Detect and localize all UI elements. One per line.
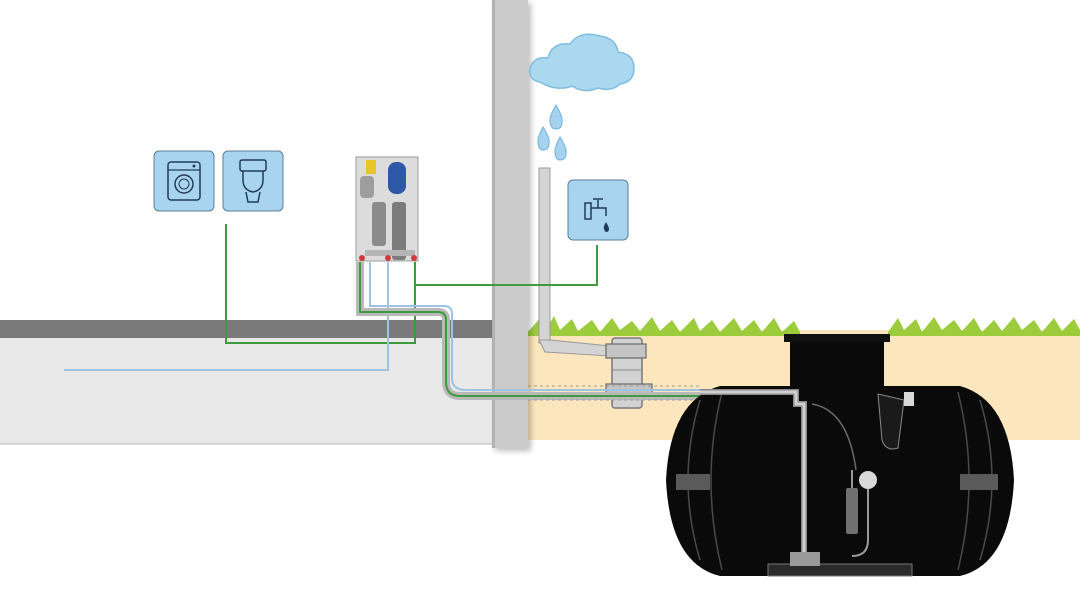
indoor-floor <box>0 320 495 445</box>
pump-control-panel <box>355 156 419 262</box>
toilet-icon <box>222 150 284 212</box>
rain-cloud <box>528 33 635 92</box>
washing-machine-icon <box>153 150 215 212</box>
supply-pipes <box>64 224 700 401</box>
underground-tank <box>666 334 1014 577</box>
house-wall <box>492 0 528 448</box>
raindrops <box>537 104 567 161</box>
outdoor-tap-icon <box>567 179 629 241</box>
